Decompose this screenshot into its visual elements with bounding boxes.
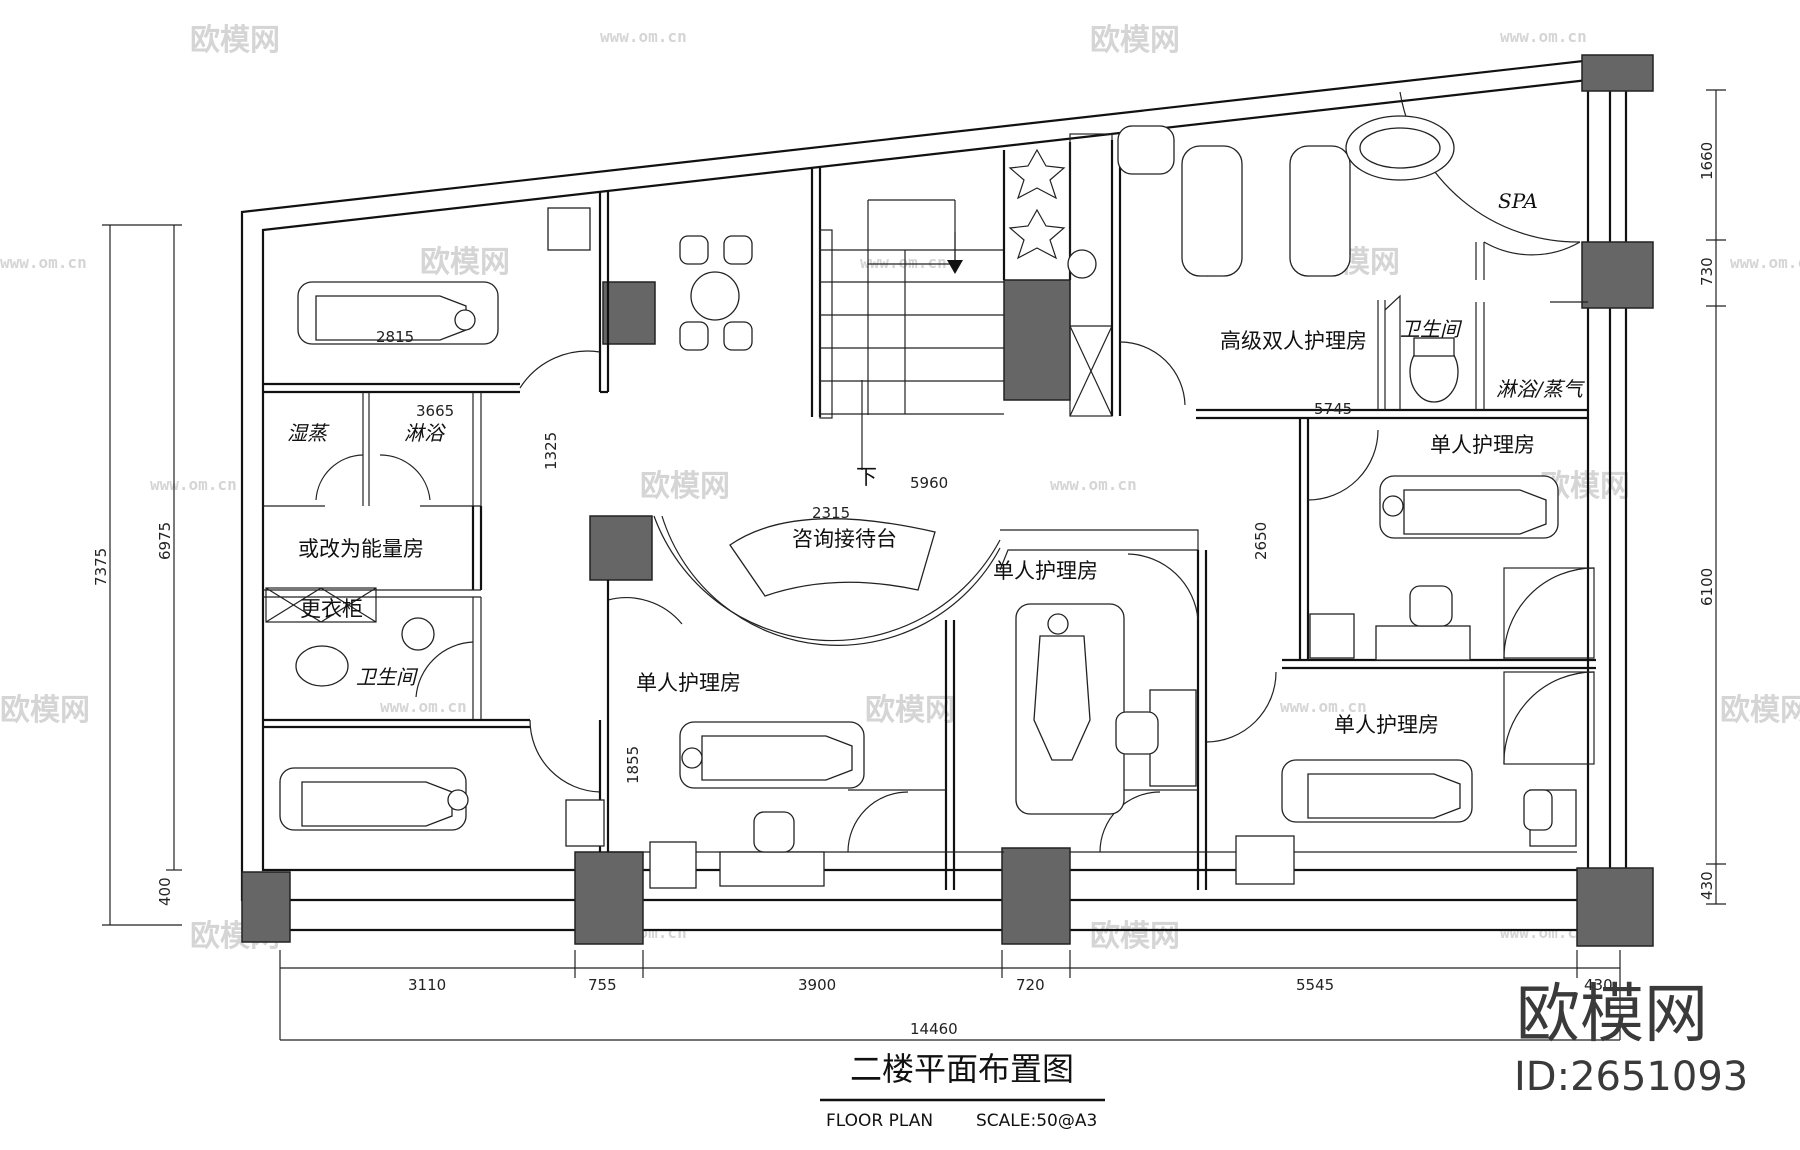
side-dimensions: 7375 6975 400 1660 730 6100 430 [92,89,1726,926]
watermark-url: www.om.cn [600,27,687,46]
watermark-url: www.om.cn [380,697,467,716]
dim-1325: 1325 [542,432,560,470]
interior-dimensions: 2815 3665 1325 5960 2315 5745 2650 1855 [376,328,1352,784]
watermark-brand: 欧模网 [865,693,955,728]
room-label-toilet-left: 卫生间 [356,665,419,689]
brand-watermark: 欧模网 ID:2651093 [1514,978,1748,1100]
room-label-single-room-a: 单人护理房 [636,671,741,695]
watermark-url: www.om.cn [860,253,947,272]
bottom-dimensions: 3110 755 3900 720 5545 430 14460 [279,950,1621,1041]
stair-down-label: 下 [856,465,877,489]
watermark-layer: 欧模网 www.om.cn 欧模网 www.om.cn 欧模网 www.om.c… [0,23,1800,954]
dim-2650: 2650 [1252,522,1270,560]
dim-3665: 3665 [416,402,454,420]
dim-5545: 5545 [1296,976,1334,994]
dim-755: 755 [588,976,617,994]
dim-6100: 6100 [1698,568,1716,606]
interior-walls [263,91,1596,890]
watermark-brand: 欧模网 [0,693,90,728]
dim-bottom-430: 430 [1584,976,1613,994]
dim-3900: 3900 [798,976,836,994]
watermark-url: www.om.cn [150,475,237,494]
title-block: 二楼平面布置图 FLOOR PLAN SCALE:50@A3 [820,1050,1105,1131]
watermark-url: www.om.cn [1280,697,1367,716]
watermark-url: www.om.cn [1500,923,1587,942]
room-label-wardrobe: 更衣柜 [300,597,363,621]
plant-icon [1008,148,1066,260]
furniture [279,115,1577,889]
dim-1660: 1660 [1698,142,1716,180]
dim-3110: 3110 [408,976,446,994]
dim-720: 720 [1016,976,1045,994]
dim-2315: 2315 [812,504,850,522]
watermark-url: www.om.cn [1050,475,1137,494]
room-labels: 湿蒸 淋浴 或改为能量房 更衣柜 卫生间 咨询接待台 单人护理房 单人护理房 单… [287,189,1586,737]
room-label-shower-steam: 淋浴/蒸气 [1496,377,1586,401]
room-label-energy-room: 或改为能量房 [298,537,424,561]
brand-logo-text: 欧模网 [1516,978,1708,1052]
room-label-toilet-right: 卫生间 [1400,317,1463,341]
dim-2815: 2815 [376,328,414,346]
drawing-subtitle-left: FLOOR PLAN [826,1111,933,1131]
watermark-brand: 欧模网 [1090,23,1180,58]
dim-5745: 5745 [1314,400,1352,418]
dim-430: 430 [1698,871,1716,900]
watermark-url: www.om.cn [1500,27,1587,46]
watermark-url: www.om.cn [0,253,87,272]
columns [241,54,1654,947]
watermark-brand: 欧模网 [1090,919,1180,954]
room-label-shower: 淋浴 [404,421,446,445]
room-label-single-room-d: 单人护理房 [1334,713,1439,737]
dim-730: 730 [1698,257,1716,286]
dim-total-14460: 14460 [910,1020,958,1038]
room-label-deluxe-double: 高级双人护理房 [1220,329,1367,353]
dim-400: 400 [156,877,174,906]
drawing-subtitle-right: SCALE:50@A3 [976,1111,1097,1131]
watermark-brand: 欧模网 [640,469,730,504]
room-label-spa: SPA [1498,189,1538,213]
room-label-single-room-b: 单人护理房 [993,559,1098,583]
dim-6975: 6975 [156,522,174,560]
dim-7375: 7375 [92,548,110,586]
dim-1855: 1855 [624,746,642,784]
watermark-brand: 欧模网 [1720,693,1800,728]
dim-5960: 5960 [910,474,948,492]
room-label-single-room-c: 单人护理房 [1430,433,1535,457]
watermark-brand: 欧模网 [420,245,510,280]
room-label-reception: 咨询接待台 [792,527,897,551]
watermark-brand: 欧模网 [190,23,280,58]
brand-id-text: ID:2651093 [1514,1054,1748,1100]
drawing-title: 二楼平面布置图 [850,1050,1074,1088]
room-label-wet-steam: 湿蒸 [287,421,330,445]
watermark-url: www.om.cn [1730,253,1800,272]
